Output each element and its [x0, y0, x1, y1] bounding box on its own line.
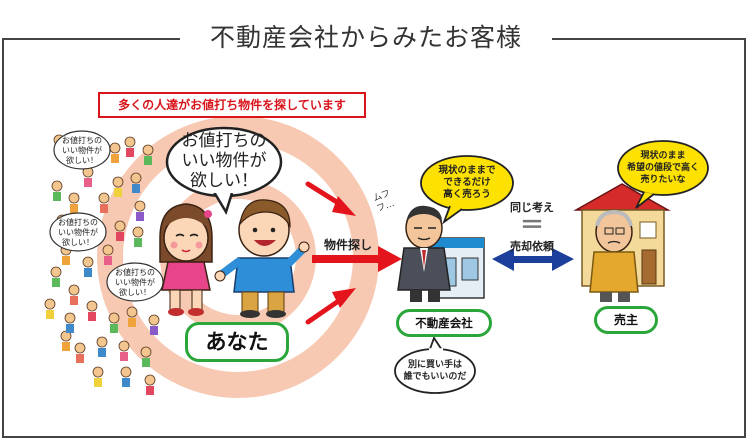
seller-figure	[589, 209, 639, 302]
crowd-bubble-1-shape	[53, 130, 111, 170]
crowd-bubble-1-text: お値打ちの いい物件が 欲しい！	[62, 136, 102, 165]
agent-footer-bubble-text: 別に買い手は 誰でもいいのだ	[403, 360, 467, 382]
headline-banner: 多くの人達がお値打ち物件を探しています	[98, 92, 366, 118]
double-arrow-shaft	[512, 256, 554, 263]
you-label: あなた	[185, 322, 289, 362]
seller-label: 売主	[594, 306, 658, 334]
frame-top-line-left	[2, 38, 180, 40]
arrow-lower-line	[305, 297, 343, 325]
agent-figure	[397, 205, 451, 302]
boy-figure	[214, 199, 310, 318]
agent-thought-shape	[420, 155, 514, 211]
crowd-bubble-3-text: お値打ちの いい物件が 欲しい！	[115, 268, 155, 297]
seller-thought-text: 現状のまま 希望の値段で高く 売りたいな	[626, 151, 699, 185]
girl-figure	[159, 203, 213, 316]
arrow-lower-head	[332, 288, 356, 308]
search-arrow-label: 物件探し	[323, 238, 372, 252]
arrow-upper-line	[305, 181, 343, 207]
agent-thought-text: 現状のままで できるだけ 高く売ろう	[438, 165, 496, 200]
seller-thought-shape	[617, 140, 709, 196]
frame-border	[2, 38, 746, 438]
same-thinking-label: 同じ考え	[510, 201, 554, 214]
crowd-bubble-2-shape	[49, 212, 107, 252]
sale-request-label: 売却依頼	[510, 240, 554, 253]
arrow-upper-head	[332, 196, 356, 216]
arrow-main-shaft	[312, 255, 380, 263]
page-title: 不動産会社からみたお客様	[209, 23, 522, 52]
double-arrow-right-head	[552, 248, 574, 271]
you-bubble-text: お値打ちの いい物件が 欲しい！	[181, 131, 267, 191]
you-bubble-tail	[212, 191, 234, 216]
crowd-bubble-2-text: お値打ちの いい物件が 欲しい！	[58, 218, 98, 247]
arrow-main-head	[378, 246, 402, 272]
equals-sign: ＝	[520, 211, 544, 239]
frame-top-line-right	[552, 38, 746, 40]
agent-label: 不動産会社	[396, 309, 492, 337]
double-arrow-left-head	[492, 248, 514, 271]
